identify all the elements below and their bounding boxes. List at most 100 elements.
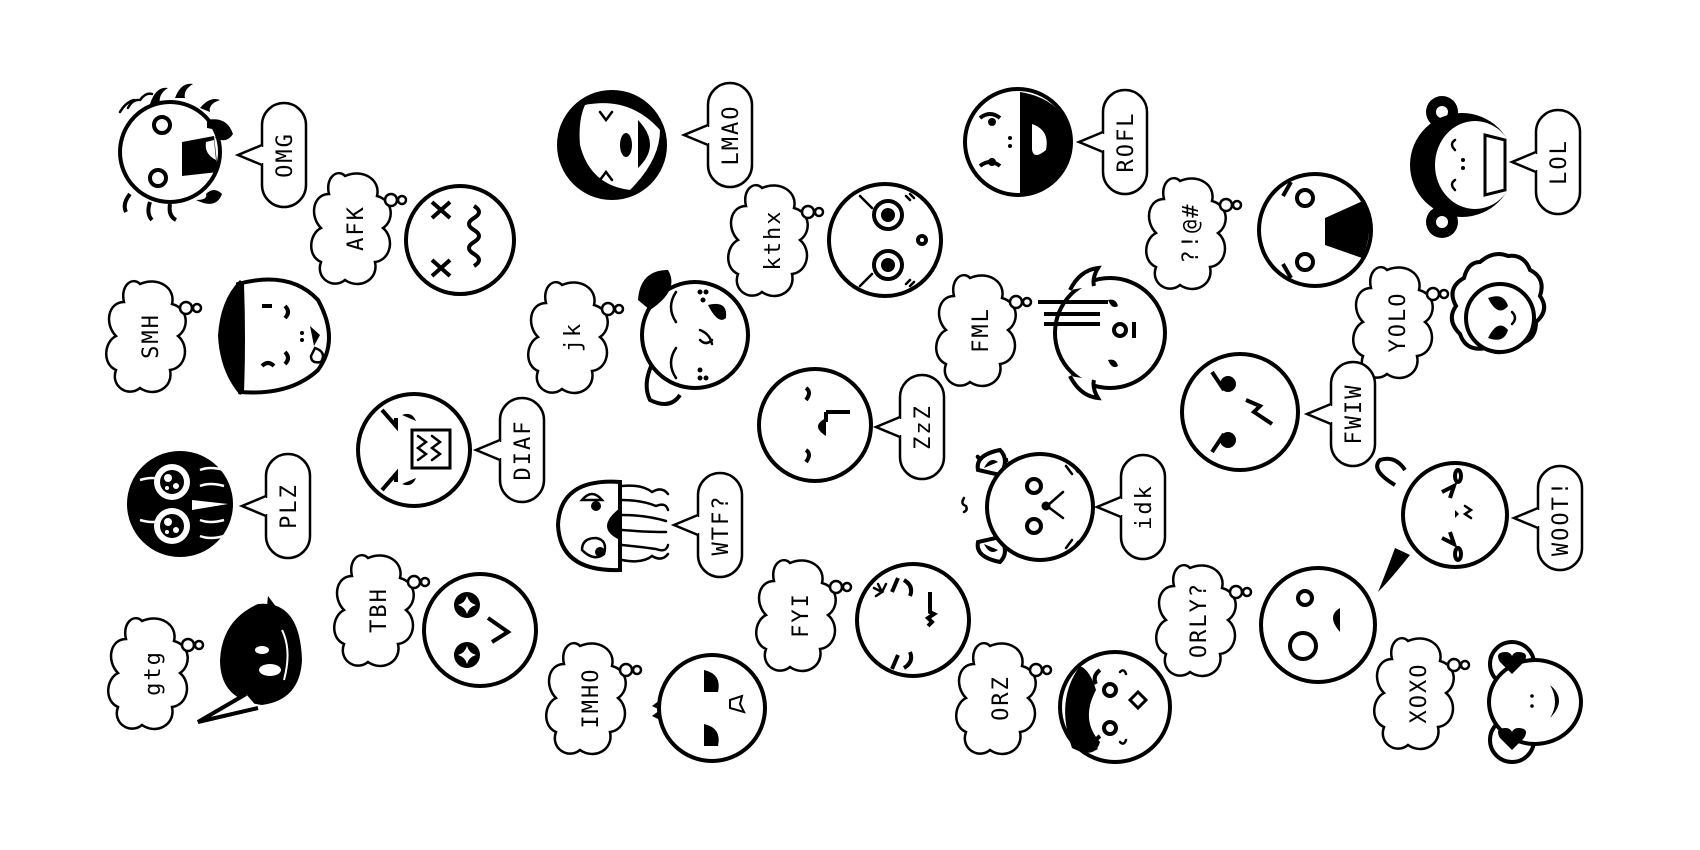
fyi-group: FYI	[754, 558, 971, 678]
bubble-text: XOXO	[1407, 663, 1432, 724]
speech-bubble-plz: PLZ	[240, 452, 312, 560]
orz-group: ORZ	[954, 641, 1172, 764]
smirk-face-icon	[1180, 352, 1300, 472]
dizzy-face-icon	[404, 184, 516, 296]
crying-face-icon	[1058, 650, 1172, 764]
speech-bubble-lmao: LMAO	[682, 81, 754, 189]
bubble-text: ORZ	[989, 675, 1014, 721]
gloomy-face-icon	[1038, 265, 1167, 401]
thought-bubble-afk: AFK	[309, 171, 408, 286]
thought-bubble-yolo: YOLO	[1351, 265, 1450, 380]
grawlix-group: ?!@#	[1144, 172, 1373, 291]
puppy-face-icon	[638, 270, 750, 406]
bubble-text: AFK	[344, 205, 369, 251]
thought-bubble-fyi: FYI	[754, 558, 853, 673]
thought-bubble-imho: IMHO	[544, 641, 643, 756]
bubble-text: IMHO	[579, 668, 604, 729]
bubble-text: DIAF	[511, 420, 536, 481]
thought-bubble-fml: FML	[934, 273, 1033, 388]
plz-group: PLZ	[127, 451, 312, 560]
xoxo-group: XOXO	[1372, 636, 1583, 764]
jk-group: jk	[526, 270, 750, 406]
bubble-text: FML	[969, 307, 994, 353]
zzz-group: ZzZ	[757, 367, 946, 483]
fml-group: FML	[934, 265, 1167, 401]
bubble-text: gtg	[141, 650, 166, 696]
bubble-text: OMG	[273, 132, 298, 178]
bubble-text: ?!@#	[1179, 203, 1204, 264]
orly-group: ORLY?	[1154, 563, 1377, 684]
woot-group: WOOT!	[1375, 456, 1584, 592]
gtg-group: gtg	[106, 596, 302, 731]
rolling-laugh-face-icon	[963, 87, 1073, 197]
speech-bubble-lol: LOL	[1510, 108, 1582, 216]
imho-group: IMHO	[544, 641, 767, 763]
speech-bubble-fwiw: FWIW	[1305, 360, 1377, 468]
sweat-drop-face-icon	[218, 277, 331, 395]
bubble-text: WTF?	[709, 495, 734, 556]
bubble-text: FWIW	[1342, 384, 1367, 445]
bubble-text: ORLY?	[1187, 582, 1212, 658]
laughing-face-icon	[557, 90, 667, 200]
thought-bubble-orly: ORLY?	[1154, 563, 1253, 678]
smug-face-icon	[652, 653, 767, 763]
angry-teeth-face-icon	[356, 392, 472, 508]
smh-group: SMH	[104, 277, 331, 395]
bubble-text: kthx	[761, 210, 786, 271]
thought-bubble-smh: SMH	[104, 279, 203, 394]
bubble-text: idk	[1132, 484, 1157, 530]
omg-group: OMG	[118, 83, 308, 222]
speech-bubble-woot: WOOT!	[1512, 464, 1584, 572]
bubble-text: PLZ	[277, 483, 302, 529]
monkey-laugh-face-icon	[1410, 96, 1515, 238]
lol-group: LOL	[1410, 96, 1582, 238]
owl-face-icon	[127, 451, 233, 557]
bubble-text: LOL	[1547, 139, 1572, 185]
speech-bubble-omg: OMG	[236, 101, 308, 209]
bubble-text: jk	[561, 322, 586, 353]
sparkle-eyes-face-icon	[422, 572, 538, 688]
bubble-text: ROFL	[1114, 112, 1139, 173]
confused-cat-face-icon	[961, 447, 1095, 565]
idk-group: idk	[961, 447, 1167, 565]
speech-bubble-zzz: ZzZ	[874, 373, 946, 481]
shouting-face-icon	[1257, 172, 1373, 288]
thought-bubble-grawlix: ?!@#	[1144, 176, 1243, 291]
speech-bubble-idk: idk	[1095, 453, 1167, 561]
happy-cat-face-icon	[1375, 456, 1509, 592]
annoyed-face-icon	[855, 562, 971, 678]
bubble-text: LMAO	[719, 105, 744, 166]
thought-bubble-jk: jk	[526, 280, 625, 395]
scared-face-icon	[118, 83, 233, 222]
speech-bubble-rofl: ROFL	[1077, 88, 1149, 196]
thought-bubble-xoxo: XOXO	[1372, 636, 1471, 751]
surprised-face-icon	[1259, 566, 1377, 684]
bubble-text: FYI	[789, 592, 814, 638]
lmao-group: LMAO	[557, 81, 754, 200]
jellyfish-face-icon	[555, 479, 670, 573]
yolo-group: YOLO	[1351, 252, 1547, 380]
bubble-text: WOOT!	[1549, 480, 1574, 556]
tbh-group: TBH	[332, 553, 538, 688]
bubble-text: TBH	[367, 587, 392, 633]
thought-bubble-tbh: TBH	[332, 553, 431, 668]
wtf-group: WTF?	[555, 471, 744, 579]
thought-bubble-orz: ORZ	[954, 641, 1053, 756]
thought-bubble-gtg: gtg	[106, 616, 205, 731]
heart-eyes-face-icon	[1487, 640, 1583, 764]
diaf-group: DIAF	[356, 392, 546, 508]
kthx-group: kthx	[726, 182, 943, 298]
rofl-group: ROFL	[963, 87, 1149, 197]
speech-bubble-wtf: WTF?	[672, 471, 744, 579]
wide-eyed-face-icon	[827, 182, 943, 298]
afk-group: AFK	[309, 171, 516, 296]
bubble-text: SMH	[139, 313, 164, 359]
sleeping-face-icon	[757, 367, 873, 483]
thought-bubble-kthx: kthx	[726, 183, 825, 298]
bubble-text: YOLO	[1386, 292, 1411, 353]
fwiw-group: FWIW	[1180, 352, 1377, 472]
bubble-text: ZzZ	[911, 404, 936, 450]
sunglasses-face-icon	[1449, 252, 1547, 355]
narwhal-face-icon	[196, 596, 302, 724]
